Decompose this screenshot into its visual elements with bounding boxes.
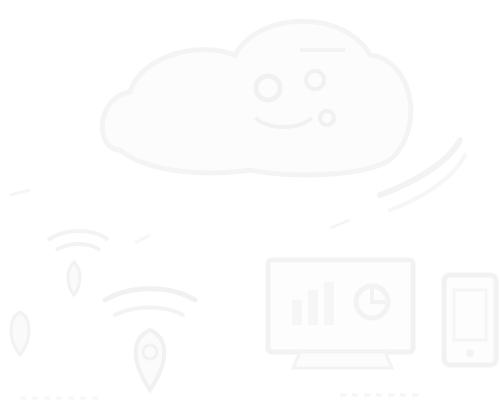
connector-lines [9, 188, 351, 245]
router-icon [46, 229, 110, 298]
monitor-icon [265, 257, 416, 370]
location-pin-icon [9, 310, 31, 358]
bottom-decoration [20, 393, 420, 400]
signal-arc-decoration [377, 137, 467, 212]
phone-icon [441, 272, 499, 368]
cloud-icon [99, 18, 414, 178]
wifi-icon [102, 286, 198, 394]
